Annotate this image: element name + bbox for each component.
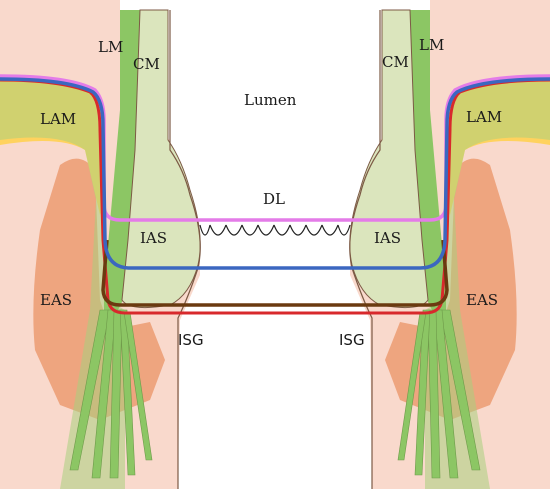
brown-boundary-line [101,239,449,307]
label-eas-right: EAS [466,291,498,309]
label-lam-left: LAM [40,110,76,128]
left-ias [121,9,201,309]
label-lumen: Lumen [244,91,297,109]
label-ias-right: IAS [374,229,401,247]
right-ias [349,9,429,309]
label-cm-right: CM [382,53,409,71]
label-eas-left: EAS [40,291,72,309]
label-lam-right: LAM [466,108,502,126]
label-lm-right: LM [419,36,444,54]
pink-boundary-line [0,74,550,222]
label-isg-right: ISG [339,331,365,349]
left-half [0,0,201,489]
label-cm-left: CM [133,55,160,73]
right-lumen-wall [349,10,381,489]
left-lm-fibers [69,309,153,479]
dentate-line-valves [199,224,351,236]
right-half [349,0,550,489]
label-lm-left: LM [98,38,123,56]
label-ias-left: IAS [140,229,167,247]
label-dl: DL [263,190,285,208]
blue-boundary-line [0,77,550,270]
label-isg-left: ISG [178,331,204,349]
left-lumen-wall [169,10,201,489]
